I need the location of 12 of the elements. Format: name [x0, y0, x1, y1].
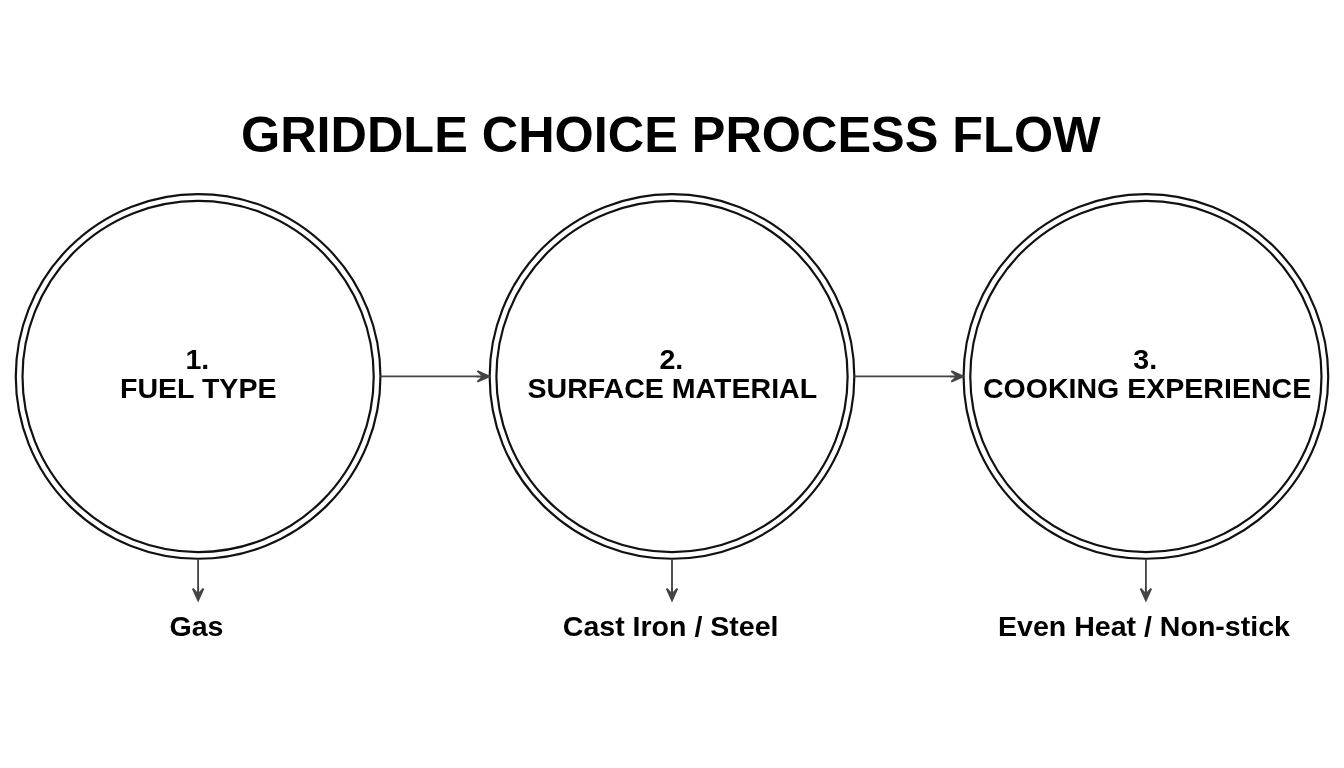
arrow: [853, 370, 965, 383]
diagram-title: GRIDDLE CHOICE PROCESS FLOW: [240, 106, 1101, 164]
arrow: [191, 558, 205, 602]
node-text: Cast Iron / Steel: [562, 610, 779, 643]
node-circle: 2. SURFACE MATERIAL: [488, 193, 856, 560]
node-text: Gas: [169, 610, 224, 643]
arrow: [379, 370, 491, 383]
node-circle: 1. FUEL TYPE: [14, 193, 382, 560]
node-text: Even Heat / Non-stick: [998, 610, 1290, 643]
arrow: [665, 558, 679, 602]
arrow: [1139, 558, 1153, 602]
node-circle: 3. COOKING EXPERIENCE: [962, 193, 1330, 560]
